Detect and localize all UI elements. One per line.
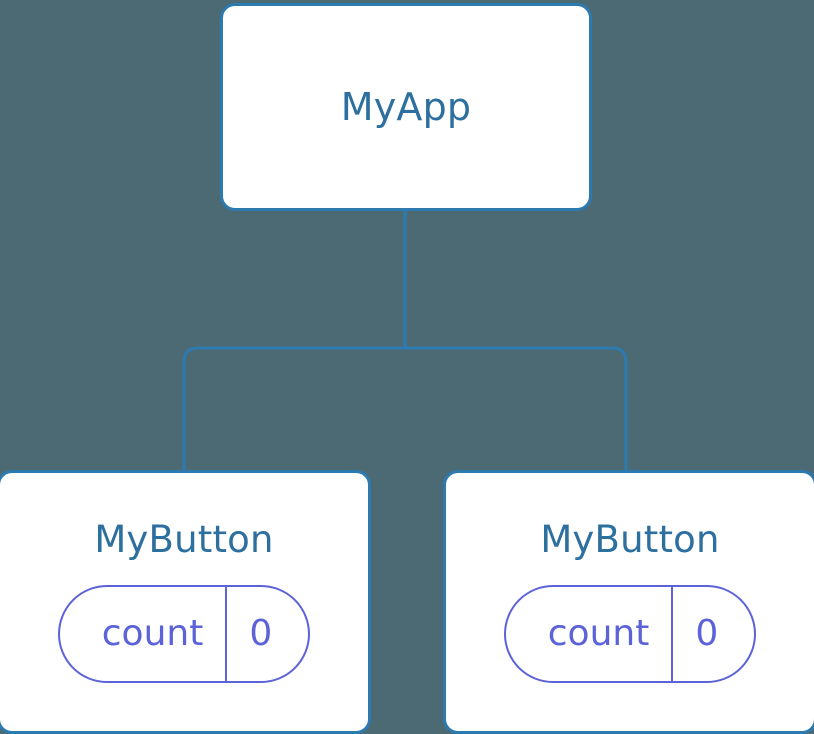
edge-root-to-child-right xyxy=(405,346,628,472)
prop-value-label: 0 xyxy=(225,587,308,681)
prop-key-label: count xyxy=(101,613,204,654)
node-myapp-title: MyApp xyxy=(340,85,472,129)
node-mybutton-right-title: MyButton xyxy=(540,518,720,561)
node-mybutton-left-title: MyButton xyxy=(94,518,274,561)
prop-value-label: 0 xyxy=(671,587,754,681)
prop-pill-count-left[interactable]: count 0 xyxy=(57,585,311,683)
prop-pill-count-right[interactable]: count 0 xyxy=(503,585,757,683)
prop-key-label: count xyxy=(547,613,650,654)
node-mybutton-right[interactable]: MyButton count 0 xyxy=(443,470,814,734)
node-myapp[interactable]: MyApp xyxy=(220,3,592,211)
edge-root-to-child-left xyxy=(182,346,405,472)
node-mybutton-left[interactable]: MyButton count 0 xyxy=(0,470,371,734)
